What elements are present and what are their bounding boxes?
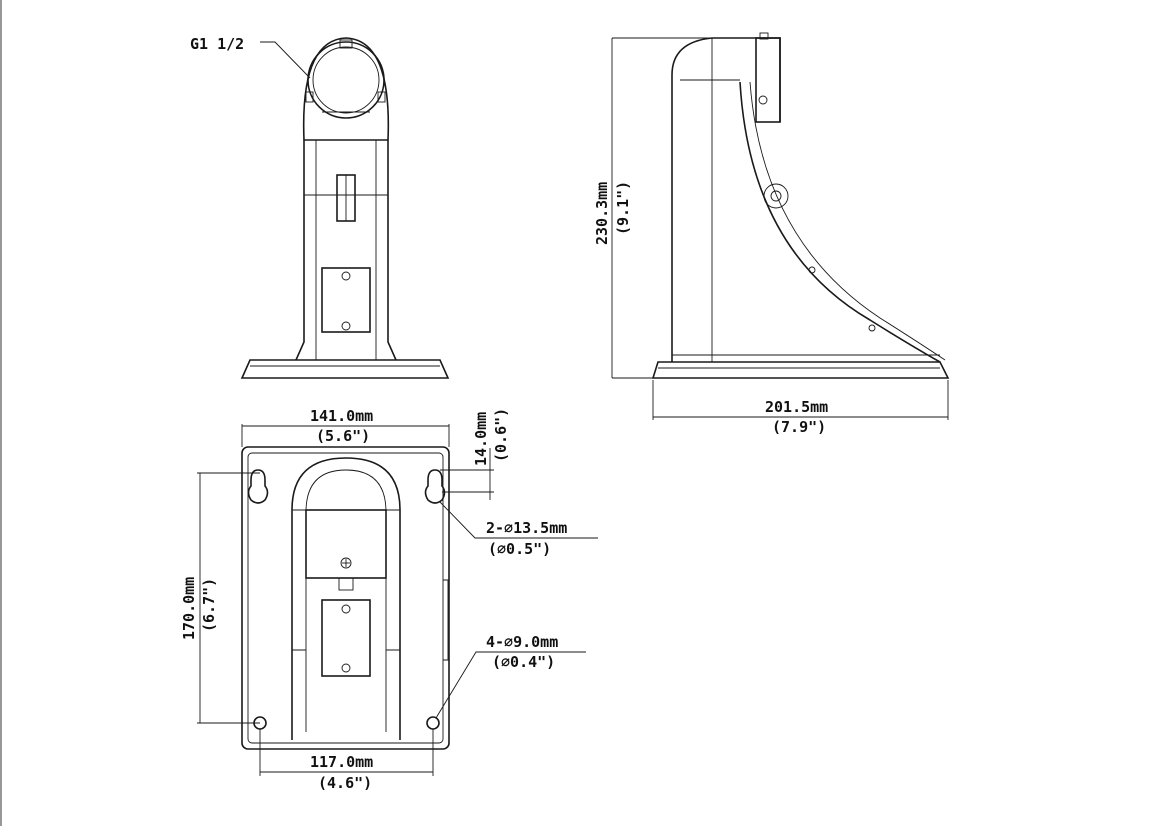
front-view: G1 1/2 xyxy=(190,35,450,379)
vertical-spacing-dim-mm: 170.0mm xyxy=(180,577,198,640)
keyhole-dim-mm: 2-∅13.5mm xyxy=(486,519,567,537)
thread-label: G1 1/2 xyxy=(190,35,244,53)
depth-dim-mm: 201.5mm xyxy=(765,398,828,416)
slot-offset-dim-mm: 14.0mm xyxy=(472,412,490,466)
side-view: 230.3mm (9.1") 201.5mm (7.9") xyxy=(593,32,950,436)
mount-hole-dim-inch: (∅0.4") xyxy=(492,653,555,671)
horizontal-spacing-dim-inch: (4.6") xyxy=(318,774,372,792)
mount-hole-dim-mm: 4-∅9.0mm xyxy=(486,633,558,651)
width-dim-mm: 141.0mm xyxy=(310,407,373,425)
vertical-spacing-dim-inch: (6.7") xyxy=(200,578,218,632)
height-dim-inch: (9.1") xyxy=(614,181,632,235)
keyhole-dim-inch: (∅0.5") xyxy=(488,540,551,558)
horizontal-spacing-dim-mm: 117.0mm xyxy=(310,753,373,771)
bottom-view: 141.0mm (5.6") 14.0mm (0.6") 2-∅13.5mm (… xyxy=(180,407,598,792)
width-dim-inch: (5.6") xyxy=(316,427,370,445)
slot-offset-dim-inch: (0.6") xyxy=(492,408,510,462)
height-dim-mm: 230.3mm xyxy=(593,182,611,245)
depth-dim-inch: (7.9") xyxy=(772,418,826,436)
